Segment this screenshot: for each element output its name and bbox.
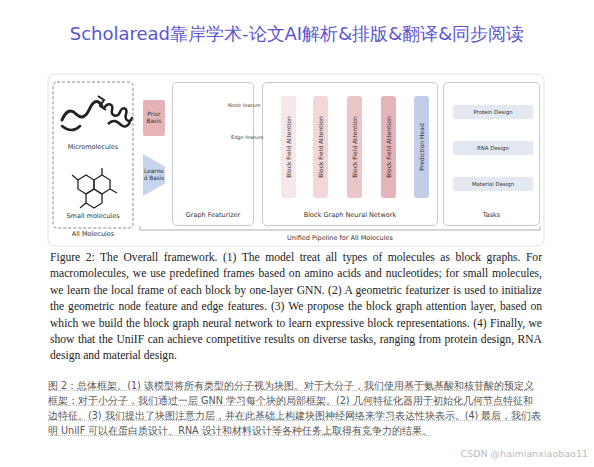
node-box: Protein Design <box>453 105 533 119</box>
node-label: Learned Basis <box>143 168 165 181</box>
node-box: Block Graph Neural Network Block Field At… <box>262 82 438 226</box>
node-box: Tasks Protein DesignRNA DesignMaterial De… <box>443 82 540 226</box>
node-box: Learned Basis <box>143 154 165 196</box>
node-heading: Graph Featurizer <box>173 212 253 219</box>
node-box: Prediction Head <box>414 96 429 198</box>
molecule-label: Micromolecules <box>58 143 128 151</box>
translation-text: 图 2：总体框架。(1) 该模型将所有类型的分子视为块图。对于大分子，我们使用基… <box>48 378 542 438</box>
node-heading: All Molecules <box>53 231 133 238</box>
molecule-label: Small molecules <box>56 212 130 220</box>
feature-label: Node feature <box>228 102 261 108</box>
pipeline-label: Unified Pipeline for All Molecules <box>240 234 440 242</box>
rotated-label: Block Field Attention <box>351 116 358 178</box>
node-box: All Molecules <box>53 82 133 228</box>
node-box: RNA Design <box>453 141 533 155</box>
figure-caption: Figure 2: The Overall framework. (1) The… <box>50 250 542 365</box>
node-box: Block Field Attention <box>381 96 396 198</box>
rotated-label: Block Field Attention <box>285 116 292 178</box>
node-box: Block Field Attention <box>281 96 296 198</box>
page-title: Scholaread靠岸学术-论文AI解析&排版&翻译&同步阅读 <box>0 22 594 46</box>
rotated-label: Block Field Attention <box>385 116 392 178</box>
node-label: Material Design <box>453 181 533 187</box>
watermark: CSDN @haimianxiaobao11 <box>461 448 588 459</box>
node-label: Prior Basis <box>143 111 165 124</box>
feature-label: Edge feature <box>231 134 263 140</box>
rotated-label: Prediction Head <box>418 123 425 170</box>
node-box: Prior Basis <box>143 100 165 136</box>
node-heading: Tasks <box>444 212 539 219</box>
node-box: Material Design <box>453 177 533 191</box>
node-label: Protein Design <box>453 109 533 115</box>
rotated-label: Block Field Attention <box>317 116 324 178</box>
node-box: Block Field Attention <box>347 96 362 198</box>
node-label: RNA Design <box>453 145 533 151</box>
node-box: Block Field Attention <box>313 96 328 198</box>
node-heading: Block Graph Neural Network <box>263 212 437 219</box>
